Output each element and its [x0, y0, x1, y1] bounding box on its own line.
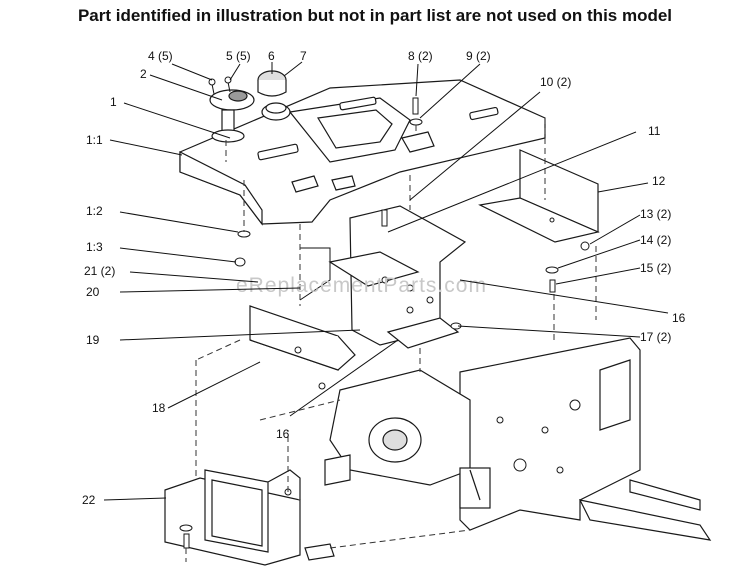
callout-8: 8 (2)	[408, 49, 433, 63]
page-title: Part identified in illustration but not …	[77, 6, 673, 25]
leader-lines	[103, 61, 669, 501]
callout-19: 19	[86, 333, 100, 347]
watermark: eReplacementParts.com	[236, 274, 487, 297]
callout-12: 12	[652, 174, 666, 188]
chassis-frame	[459, 337, 712, 541]
callout-21: 21 (2)	[84, 264, 115, 278]
callout-1-2: 1:2	[86, 204, 103, 218]
callout-13: 13 (2)	[640, 207, 671, 221]
callout-11: 11	[648, 124, 661, 138]
callout-22: 22	[82, 493, 96, 507]
callout-4: 4 (5)	[148, 49, 173, 63]
hardware-right	[450, 241, 590, 330]
right-shield	[478, 149, 600, 243]
bezel	[261, 102, 291, 121]
screws-top	[208, 76, 423, 126]
callout-7: 7	[300, 49, 307, 63]
callout-1: 1	[110, 95, 117, 109]
callout-5: 5 (5)	[226, 49, 251, 63]
callout-15: 15 (2)	[640, 261, 671, 275]
center-bracket	[328, 205, 467, 349]
left-shield	[249, 305, 356, 390]
callout-1-1: 1:1	[86, 133, 103, 147]
callout-16-right: 16	[672, 311, 686, 325]
callout-17: 17 (2)	[640, 330, 671, 344]
callout-1-3: 1:3	[86, 240, 103, 254]
lower-panel	[164, 469, 335, 566]
callout-10: 10 (2)	[540, 75, 571, 89]
callout-20: 20	[86, 285, 100, 299]
callout-6: 6	[268, 49, 275, 63]
callout-18: 18	[152, 401, 166, 415]
callout-9: 9 (2)	[466, 49, 491, 63]
callout-labels: 4 (5) 5 (5) 6 7 8 (2) 9 (2) 10 (2) 2 1 1…	[82, 49, 686, 507]
transmission	[324, 369, 491, 509]
callout-16-left: 16	[276, 427, 290, 441]
ignition-switch	[209, 89, 255, 143]
knob	[257, 70, 287, 97]
assembly-guides	[185, 118, 597, 562]
callout-2: 2	[140, 67, 147, 81]
callout-14: 14 (2)	[640, 233, 671, 247]
